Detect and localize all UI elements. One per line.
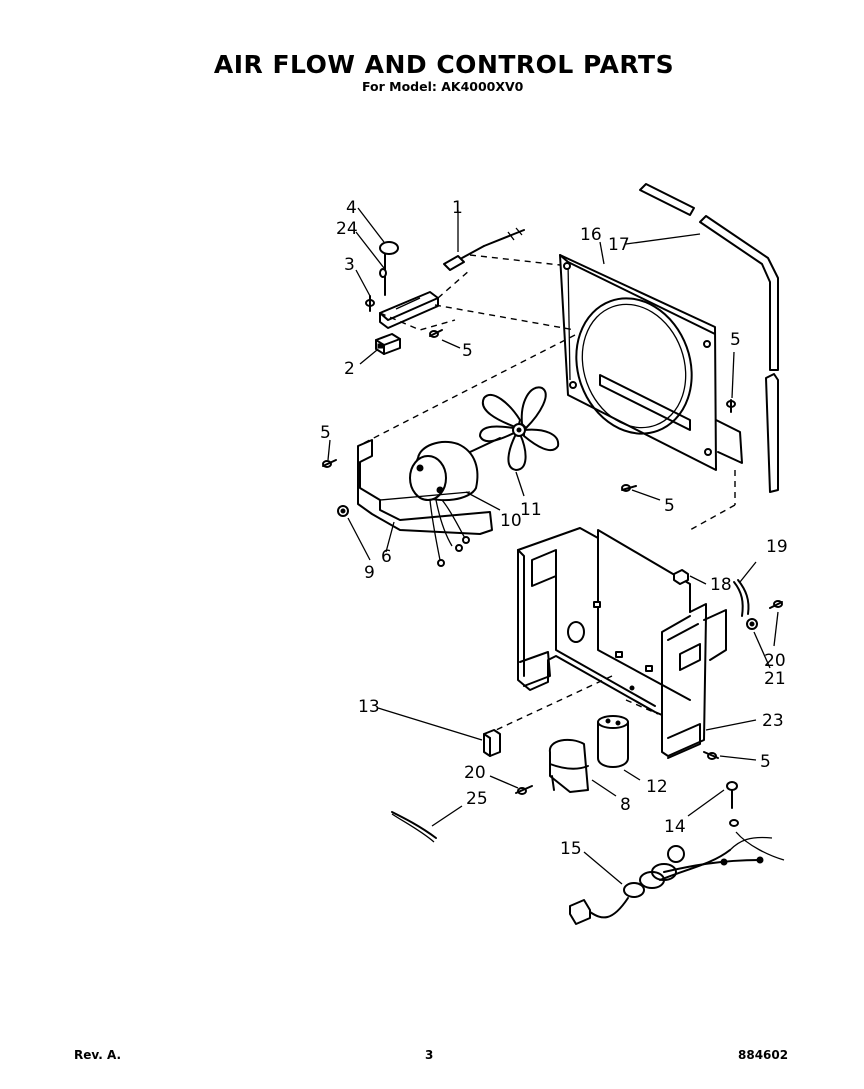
page-number: 3 xyxy=(425,1048,434,1062)
thermostat-knob xyxy=(379,241,399,296)
callout-5-top: 5 xyxy=(462,341,473,361)
nut-18 xyxy=(673,569,689,585)
switch-2 xyxy=(375,333,401,355)
callout-18: 18 xyxy=(710,575,732,595)
screw-5-bottom xyxy=(703,751,719,760)
callout-5-right: 5 xyxy=(730,330,741,350)
capacitor-12 xyxy=(597,715,629,768)
callout-23: 23 xyxy=(762,711,784,731)
callout-labels: 1 4 24 3 2 5 5 16 17 5 5 11 10 9 6 19 18… xyxy=(320,198,788,859)
page-title: AIR FLOW AND CONTROL PARTS xyxy=(213,50,675,79)
callout-24: 24 xyxy=(336,219,358,239)
screw-14 xyxy=(726,781,739,827)
control-bracket-assembly xyxy=(379,254,576,331)
wire-tie-25 xyxy=(391,811,437,843)
callout-12: 12 xyxy=(646,777,668,797)
screw-5-mid xyxy=(621,484,637,492)
screw-5-top xyxy=(429,329,443,338)
callout-15: 15 xyxy=(560,839,582,859)
fan-blade-11 xyxy=(479,386,560,471)
document-number: 884602 xyxy=(738,1048,789,1062)
power-cord-15 xyxy=(569,831,785,925)
model-subtitle: For Model: AK4000XV0 xyxy=(362,79,524,94)
callout-6: 6 xyxy=(381,547,392,567)
gasket-strips-17 xyxy=(639,183,779,493)
callout-25: 25 xyxy=(466,789,488,809)
callout-17: 17 xyxy=(608,235,630,255)
screw-5-right xyxy=(726,399,736,413)
leader-lines xyxy=(327,207,779,885)
callout-16: 16 xyxy=(580,225,602,245)
callout-8: 8 xyxy=(620,795,631,815)
callout-5-left: 5 xyxy=(320,423,331,443)
relay-13 xyxy=(483,729,501,757)
callout-13: 13 xyxy=(358,697,380,717)
callout-20-left: 20 xyxy=(464,763,486,783)
callout-3: 3 xyxy=(344,255,355,275)
callout-19: 19 xyxy=(766,537,788,557)
tube-19 xyxy=(733,579,750,617)
screw-20-right xyxy=(769,600,783,609)
callout-9: 9 xyxy=(364,563,375,583)
callout-2: 2 xyxy=(344,359,355,379)
callout-21: 21 xyxy=(764,669,786,689)
screw-3 xyxy=(365,295,375,312)
nut-9 xyxy=(337,505,349,517)
screw-20-left xyxy=(515,785,533,795)
capacitor-strap-8 xyxy=(548,738,589,793)
motor-bracket-6 xyxy=(357,439,493,535)
shroud-panel-16 xyxy=(359,254,743,531)
thermostat-1 xyxy=(443,227,525,271)
callout-5-bottom: 5 xyxy=(760,752,771,772)
callout-5-mid: 5 xyxy=(664,496,675,516)
revision-label: Rev. A. xyxy=(74,1048,122,1062)
callout-1: 1 xyxy=(452,198,463,218)
washer-21 xyxy=(746,618,758,630)
partition-assembly-23 xyxy=(495,527,727,759)
fan-motor-10 xyxy=(409,437,501,567)
callout-4: 4 xyxy=(346,198,357,218)
callout-11: 11 xyxy=(520,500,542,520)
callout-14: 14 xyxy=(664,817,686,837)
callout-20-right: 20 xyxy=(764,651,786,671)
callout-10: 10 xyxy=(500,511,522,531)
screw-5-left xyxy=(322,459,337,468)
